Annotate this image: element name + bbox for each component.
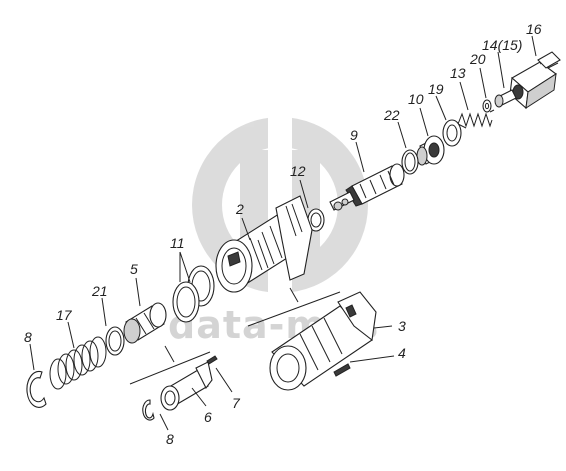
part-20-small-ring	[482, 99, 492, 113]
label-20: 20	[469, 51, 486, 67]
part-5-spool	[123, 302, 167, 344]
part-21-ring	[105, 326, 125, 356]
leader-lines	[29, 35, 537, 431]
part-17-spring	[49, 336, 107, 390]
label-21: 21	[91, 283, 108, 299]
label-4: 4	[398, 345, 406, 361]
label-2: 2	[235, 201, 244, 217]
label-10: 10	[408, 91, 424, 107]
label-3: 3	[398, 318, 406, 334]
part-10-valve-seat	[416, 135, 445, 166]
label-12: 12	[290, 163, 306, 179]
label-5: 5	[130, 261, 138, 277]
part-9-plunger	[329, 163, 405, 211]
part-4-pin	[333, 363, 351, 377]
part-8-retaining-ring-small	[142, 399, 155, 421]
part-7-small-pin	[206, 355, 218, 365]
label-13: 13	[450, 65, 466, 81]
callout-labels: 16 14(15) 20 13 19 10 22 9 12 2 11 5 21 …	[24, 21, 542, 447]
label-22: 22	[383, 107, 400, 123]
part-16-end-fitting	[509, 51, 561, 110]
label-14-15: 14(15)	[482, 37, 522, 53]
part-13-spring	[457, 109, 495, 129]
assembly-bracket-lines	[129, 287, 341, 385]
part-14-15-pin	[494, 89, 517, 108]
part-22-o-ring	[401, 149, 419, 175]
label-6: 6	[204, 409, 212, 425]
label-9: 9	[350, 127, 358, 143]
part-11-rings	[172, 265, 215, 323]
label-16: 16	[526, 21, 542, 37]
part-19-washer	[442, 119, 462, 147]
part-3-sleeve	[269, 291, 377, 391]
label-11: 11	[170, 235, 185, 251]
part-6-small-sleeve	[160, 361, 213, 411]
label-7: 7	[232, 395, 241, 411]
label-8-upper: 8	[24, 329, 32, 345]
label-17: 17	[56, 307, 73, 323]
label-19: 19	[428, 81, 444, 97]
part-2-housing	[215, 195, 313, 293]
label-8-lower: 8	[166, 431, 174, 447]
part-8-retaining-ring-large	[26, 370, 47, 408]
